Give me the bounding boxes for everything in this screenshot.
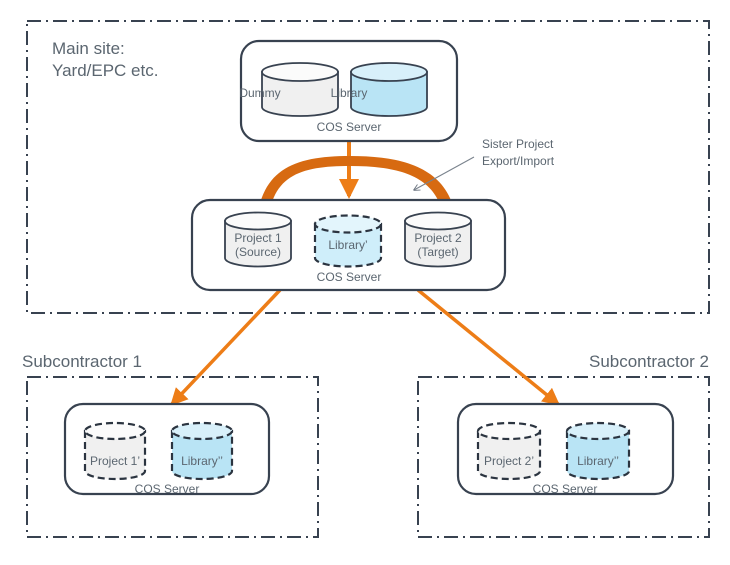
sister-project-leader-line [414, 156, 475, 190]
main-site-zone-border [26, 20, 710, 314]
cylinder-sub2-library-label: Library’’ [577, 454, 619, 468]
cylinder-sub1-library-label: Library’’ [181, 454, 223, 468]
cylinder-project-2 [404, 211, 472, 268]
subcontractor-1-zone-label: Subcontractor 1 [22, 352, 143, 371]
cylinder-dummy-label: Dummy [239, 86, 281, 100]
cylinder-library-label: Library [330, 86, 368, 100]
cylinder-project-1-label: Project 1(Source) [234, 231, 282, 259]
cylinder-library-prime [313, 214, 383, 268]
cylinder-project-1 [224, 211, 292, 268]
subcontractor-2-zone-label: Subcontractor 2 [588, 352, 709, 371]
cylinder-library [350, 62, 428, 117]
middle-server-caption: COS Server [316, 270, 382, 284]
cylinder-sub2-library [565, 421, 631, 481]
cylinder-sub1-library [170, 421, 234, 481]
cylinder-project-2-label: Project 2(Target) [414, 231, 462, 259]
connector-middle-to-sub2 [416, 288, 561, 406]
subcontractor-1-zone-border [26, 376, 319, 538]
cylinder-sub2-project-2 [476, 421, 542, 481]
sub1-server-caption: COS Server [134, 482, 200, 496]
cylinder-sub2-project-2-label: Project 2’ [483, 454, 535, 468]
subcontractor-2-zone-border [417, 376, 710, 538]
cylinder-sub1-project-1-label: Project 1’ [89, 454, 141, 468]
cylinder-sub1-project-1 [83, 421, 147, 481]
top-server-caption: COS Server [316, 120, 382, 134]
main-site-zone-label: Main site:Yard/EPC etc. [52, 39, 159, 80]
cylinder-dummy [261, 62, 339, 117]
sub2-server-caption: COS Server [532, 482, 598, 496]
cylinder-library-prime-label: Library’ [328, 238, 368, 252]
connector-middle-to-sub1 [170, 288, 282, 406]
